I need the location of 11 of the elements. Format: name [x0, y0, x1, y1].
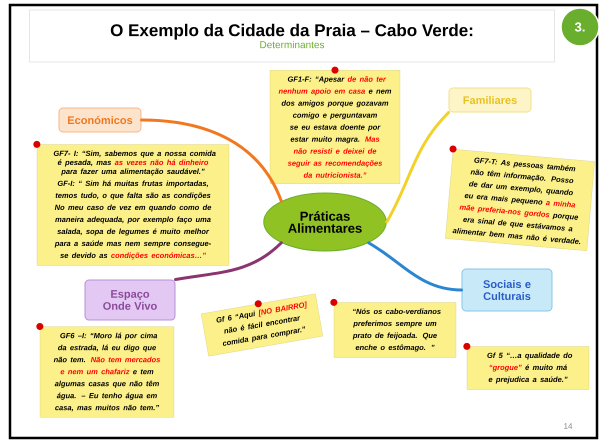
- category-box: Espaço Onde Vivo: [84, 280, 176, 320]
- category-box: Familiares: [448, 88, 532, 112]
- category-box: Económicos: [58, 108, 142, 132]
- number-badge: 3.: [560, 7, 600, 47]
- title-banner: O Exemplo da Cidade da Praia – Cabo Verde: Determinantes: [29, 10, 555, 62]
- page-number: 14: [564, 423, 572, 429]
- branch-line: [174, 241, 283, 281]
- category-box: Sociais e Culturais: [462, 268, 552, 312]
- branch-line: [367, 241, 463, 292]
- branch-line: [385, 111, 450, 224]
- branch-line: [140, 118, 283, 203]
